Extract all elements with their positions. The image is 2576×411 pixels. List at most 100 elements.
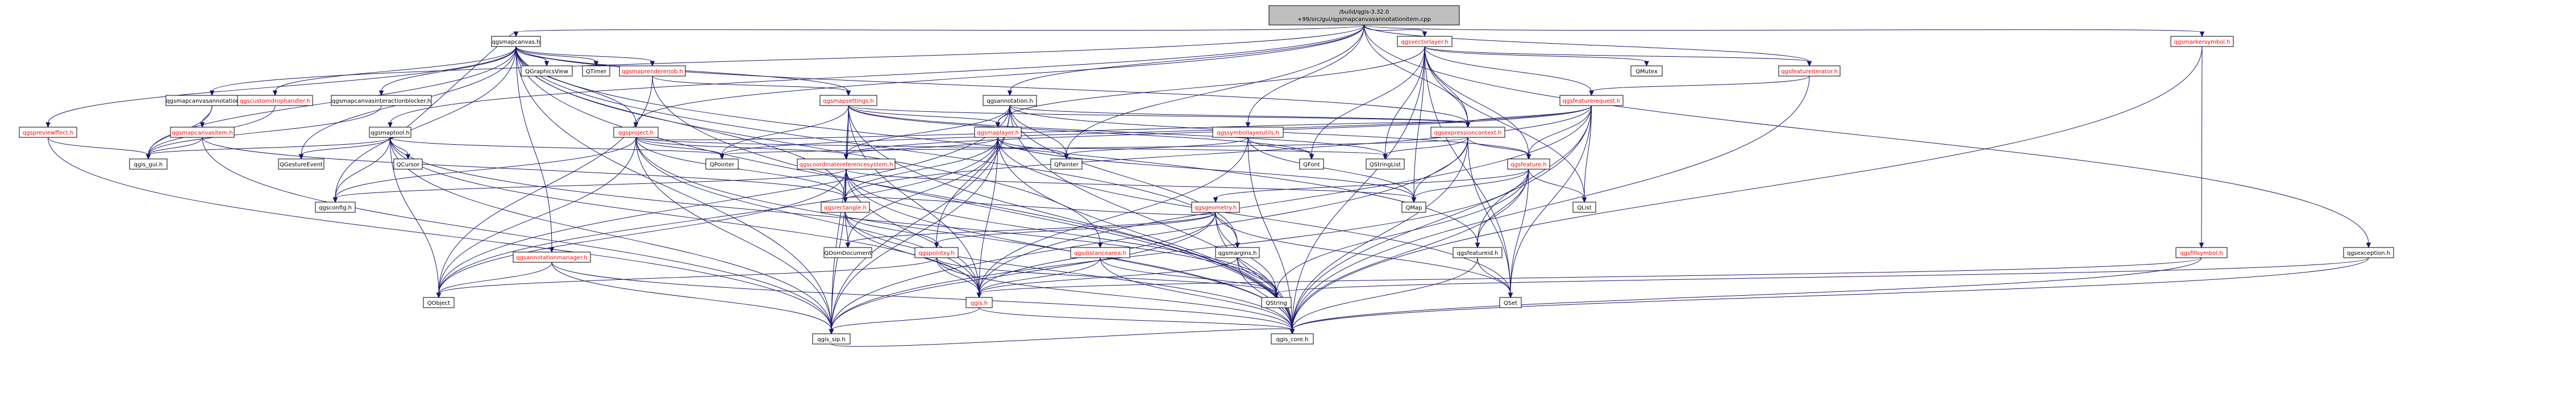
include-node-qgsexception-h[interactable]: qgsexception.h: [2343, 247, 2394, 258]
root-file-node: /build/qgis-3.32.0+99/src/gui/qgsmapcanv…: [1268, 5, 1460, 26]
node-label: qgspointxy.h: [918, 250, 954, 257]
edges-layer: [45, 24, 2371, 347]
include-node-qgspreviewffect-h[interactable]: qgspreviewffect.h: [19, 127, 77, 138]
include-node-qgsmaprendererjob-h[interactable]: qgsmaprendererjob.h: [619, 65, 686, 77]
dependency-edge: [513, 24, 1364, 37]
include-node-qgsmarkersymbol-h[interactable]: qgsmarkersymbol.h: [2170, 36, 2234, 47]
node-label: qgspreviewffect.h: [23, 130, 73, 136]
include-node-qgsfeature-h[interactable]: qgsfeature.h: [1507, 158, 1550, 170]
dependency-edge: [1411, 137, 1468, 203]
include-node-qstringlist[interactable]: QStringList: [1366, 158, 1405, 170]
node-label: QPainter: [1054, 162, 1079, 168]
node-label: QString: [1266, 300, 1287, 307]
include-node-qgsmargins-h[interactable]: qgsmargins.h: [1215, 247, 1260, 258]
dependency-edge: [1274, 169, 1529, 299]
include-node-qgscustomdrophandler-h[interactable]: qgscustomdrophandler.h: [237, 95, 313, 106]
include-node-qgsfillsymbol-h[interactable]: qgsfillsymbol.h: [2175, 247, 2228, 258]
dependency-edge: [1424, 46, 1812, 67]
dependency-edge: [1100, 257, 1279, 299]
dependency-edge: [1289, 105, 1592, 335]
dependency-edge: [719, 137, 1468, 160]
dependency-edge: [1528, 169, 1587, 203]
node-label: qgsproject.h: [618, 130, 654, 136]
dependency-edge: [829, 307, 980, 335]
dependency-edge: [209, 24, 1364, 97]
include-node-qgsrectangle-h[interactable]: qgsrectangle.h: [821, 202, 870, 213]
include-node-qgsexpressioncontext-h[interactable]: qgsexpressioncontext.h: [1430, 127, 1505, 138]
nodes-layer: /build/qgis-3.32.0+99/src/gui/qgsmapcanv…: [19, 5, 2394, 345]
dependency-edge: [436, 137, 636, 299]
node-label: qgsconfig.h: [319, 205, 352, 211]
include-node-qgssymbollayerutils-h[interactable]: qgssymbollayerutils.h: [1212, 127, 1284, 138]
node-label: qgsmapcanvasinteractionblocker.h: [332, 98, 431, 104]
dependency-edge: [635, 121, 1471, 140]
include-node-qgis-h[interactable]: qgis.h: [966, 297, 993, 308]
node-label: qgsmaprendererjob.h: [622, 69, 683, 75]
include-node-qdomdocument[interactable]: QDomDocument: [823, 247, 872, 258]
include-node-qgsannotationmanager-h[interactable]: qgsannotationmanager.h: [513, 251, 591, 263]
dependency-edge: [846, 169, 1279, 299]
include-node-qcursor[interactable]: QCursor: [393, 158, 423, 170]
include-node-qgsmapcanvasitem-h[interactable]: qgsmapcanvasitem.h: [170, 127, 235, 138]
node-label: qgssymbollayerutils.h: [1217, 130, 1279, 136]
node-label: qgis.h: [971, 300, 988, 307]
include-node-qgsfeaturerequest-h[interactable]: qgsfeaturerequest.h: [1559, 95, 1624, 106]
dependency-edge: [390, 137, 725, 160]
dependency-edge: [1007, 24, 1364, 97]
node-label: qgsmapcanvasitem.h: [172, 130, 232, 136]
include-node-qgestureevent[interactable]: QGestureEvent: [278, 158, 324, 170]
include-node-qgsmapcanvasinteractionblocker-h[interactable]: qgsmapcanvasinteractionblocker.h: [331, 95, 432, 106]
node-label: qgsmapcanvas.h: [492, 39, 540, 45]
include-node-qgsmaplayer-h[interactable]: qgsmaplayer.h: [974, 127, 1022, 138]
dependency-edge: [1424, 46, 1594, 97]
include-node-qgsdistancearea-h[interactable]: qgsdistancearea.h: [1070, 247, 1130, 258]
include-node-qgsproject-h[interactable]: qgsproject.h: [613, 127, 659, 138]
dependency-edge: [848, 105, 1471, 128]
include-node-qgsgeometry-h[interactable]: qgsgeometry.h: [1191, 202, 1240, 213]
dependency-edge: [1289, 257, 2202, 335]
include-node-qgsfeatureiterator-h[interactable]: qgsfeatureiterator.h: [1778, 65, 1841, 77]
include-node-qpainter[interactable]: QPainter: [1050, 158, 1083, 170]
node-label: QFont: [1303, 162, 1320, 168]
include-node-qgis-gui-h[interactable]: qgis_gui.h: [129, 158, 168, 170]
include-node-qpointer[interactable]: QPointer: [705, 158, 739, 170]
dependency-edge: [843, 196, 1216, 215]
node-label: QCursor: [397, 162, 421, 168]
include-node-qfont[interactable]: QFont: [1299, 158, 1324, 170]
include-node-qgis-core-h[interactable]: qgis_core.h: [1271, 333, 1314, 345]
dependency-edge: [332, 169, 847, 203]
include-node-qgsgraphicsview[interactable]: QGraphicsView: [521, 65, 573, 77]
include-node-qgsmapcanvas-h[interactable]: qgsmapcanvas.h: [491, 36, 541, 47]
include-node-qgsmapsettings-h[interactable]: qgsmapsettings.h: [819, 95, 877, 106]
node-label: QSet: [1504, 300, 1517, 307]
include-node-qgsvectorlayer-h[interactable]: qgsvectorlayer.h: [1397, 36, 1453, 47]
node-label: qgsannotationmanager.h: [516, 255, 588, 261]
include-node-qgscoordinatereferencesystem-h[interactable]: qgscoordinatereferencesystem.h: [797, 158, 896, 170]
include-node-qgspointxy-h[interactable]: qgspointxy.h: [914, 247, 959, 258]
root-file-label-line: +99/src/gui/qgsmapcanvasannotationitem.c…: [1297, 16, 1431, 23]
include-node-qmutex[interactable]: QMutex: [1630, 65, 1663, 77]
dependency-edge: [1364, 24, 1428, 37]
include-node-qtimer[interactable]: QTimer: [582, 65, 610, 77]
dependency-edge: [1467, 137, 1513, 299]
node-label: qgsexpressioncontext.h: [1434, 130, 1501, 136]
include-node-qstring[interactable]: QString: [1261, 297, 1292, 308]
node-label: QList: [1577, 205, 1591, 211]
include-node-qgsconfig-h[interactable]: qgsconfig.h: [315, 202, 356, 213]
include-node-qgis-sip-h[interactable]: qgis_sip.h: [812, 333, 851, 345]
dependency-edge: [831, 328, 1295, 347]
dependency-edge: [45, 46, 517, 128]
node-label: qgis_gui.h: [134, 162, 163, 168]
dependency-edge: [829, 212, 1216, 335]
include-node-qobject[interactable]: QObject: [423, 297, 455, 308]
include-node-qset[interactable]: QSet: [1499, 297, 1522, 308]
node-label: QGestureEvent: [280, 162, 323, 168]
include-node-qmap[interactable]: QMap: [1401, 202, 1426, 213]
include-node-qgsfeatureid-h[interactable]: qgsfeatureid.h: [1453, 247, 1503, 258]
include-node-qlist[interactable]: QList: [1572, 202, 1596, 213]
include-node-qgsmaptool-h[interactable]: qgsmaptool.h: [369, 127, 411, 138]
dependency-edge: [1424, 46, 1532, 160]
dependency-edge: [390, 137, 834, 335]
dependency-edge: [934, 212, 1216, 249]
include-node-qgsannotation-h[interactable]: qgsannotation.h: [983, 95, 1037, 106]
